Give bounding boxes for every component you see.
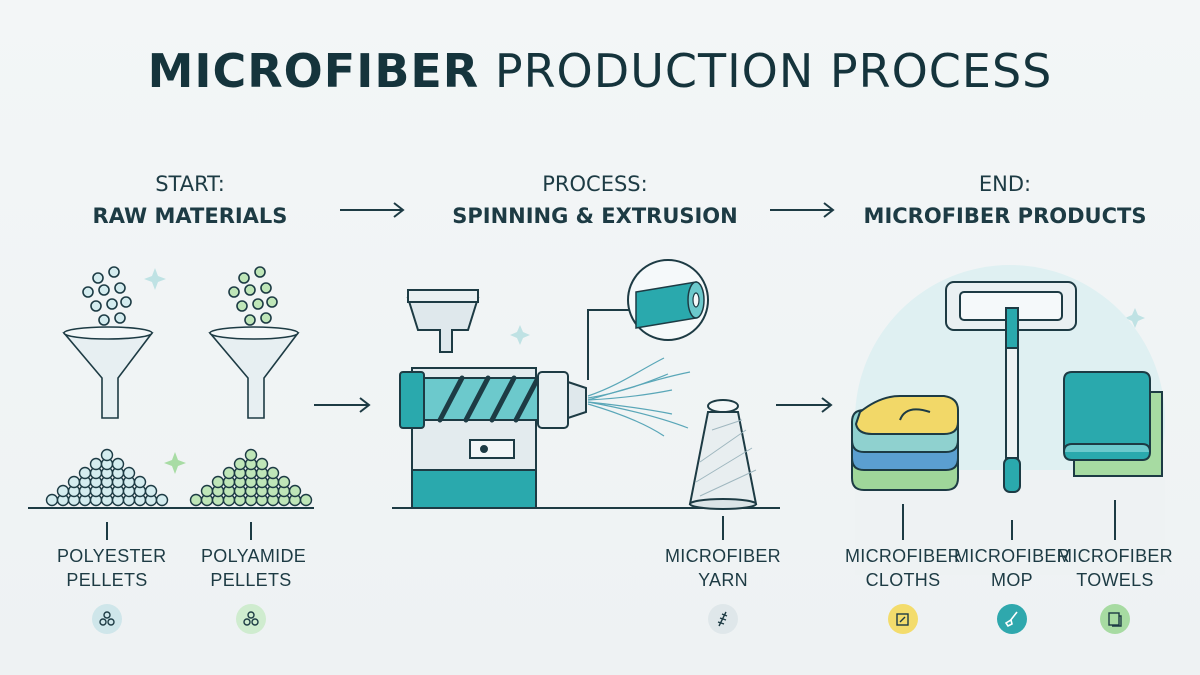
stage-end: END: MICROFIBER PRODUCTS xyxy=(840,172,1170,228)
pellet xyxy=(266,466,280,480)
towel-icon xyxy=(1100,604,1130,634)
pellet xyxy=(277,475,291,489)
stage-process: PROCESS: SPINNING & EXTRUSION xyxy=(430,172,760,228)
polyamide-funnel xyxy=(208,266,300,419)
pellet xyxy=(56,484,70,498)
pellet xyxy=(211,475,225,489)
pellet xyxy=(244,448,258,462)
pellet xyxy=(255,457,269,471)
yarn-cone xyxy=(688,399,758,510)
polyester-pellet-pile xyxy=(45,448,169,507)
stage-process-prefix: PROCESS: xyxy=(542,172,648,196)
fiber-cross-section-callout xyxy=(587,259,709,380)
pellet xyxy=(189,493,203,507)
pellet xyxy=(100,448,114,462)
pellet xyxy=(67,475,81,489)
pellet xyxy=(122,466,136,480)
flow-arrow-2 xyxy=(776,397,833,413)
mop-icon xyxy=(997,604,1027,634)
header-arrow-1 xyxy=(340,202,405,218)
fiber-spray xyxy=(587,357,691,437)
cloth-stack xyxy=(851,395,959,491)
stage-start-name: RAW MATERIALS xyxy=(92,204,288,228)
stage-process-name: SPINNING & EXTRUSION xyxy=(452,204,738,228)
pellet xyxy=(89,457,103,471)
flow-arrow-1 xyxy=(314,397,371,413)
page-title: MICROFIBER PRODUCTION PROCESS xyxy=(147,44,1053,98)
stage-end-prefix: END: xyxy=(978,172,1032,196)
cloth-icon xyxy=(888,604,918,634)
pellet xyxy=(155,493,169,507)
pellet xyxy=(78,466,92,480)
sparkle-icon xyxy=(144,268,1145,474)
mop xyxy=(945,281,1077,493)
pellet xyxy=(222,466,236,480)
towel-stack xyxy=(1063,371,1163,477)
polyamide-pellet-pile xyxy=(189,448,313,507)
pellet xyxy=(45,493,59,507)
pellet xyxy=(200,484,214,498)
polyester-funnel xyxy=(62,266,154,419)
header-arrow-2 xyxy=(770,202,835,218)
extruder-machine xyxy=(399,289,587,509)
pellets-icon xyxy=(236,604,266,634)
stage-end-name: MICROFIBER PRODUCTS xyxy=(863,204,1147,228)
pellet xyxy=(299,493,313,507)
pellets-icon xyxy=(92,604,122,634)
pellet xyxy=(111,457,125,471)
pellet xyxy=(233,457,247,471)
yarn-icon xyxy=(708,604,738,634)
pellet xyxy=(144,484,158,498)
stage-start-prefix: START: xyxy=(155,172,225,196)
stage-start: START: RAW MATERIALS xyxy=(70,172,310,228)
pointer-lines xyxy=(106,500,1116,540)
pellet xyxy=(133,475,147,489)
pellet xyxy=(288,484,302,498)
